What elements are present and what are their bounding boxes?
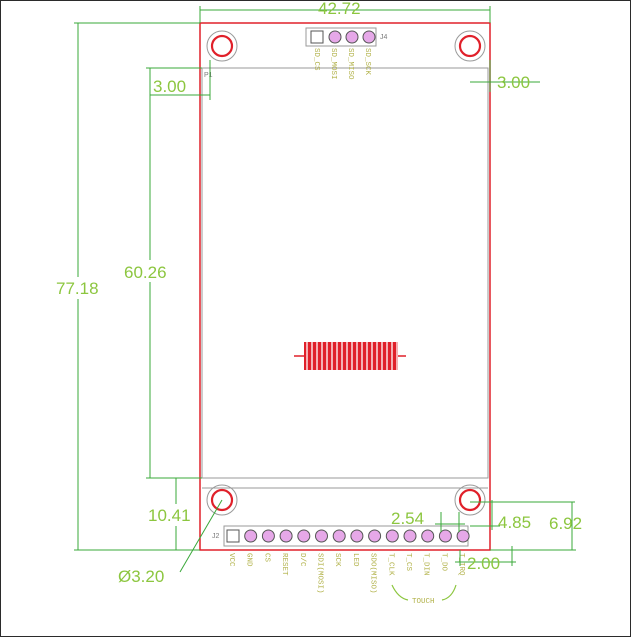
- dim-display-height-label: 60.26: [124, 263, 167, 282]
- dimension-width: 42.72: [199, 0, 491, 23]
- j2-pin-label: VCC: [227, 553, 235, 567]
- j2-pin-label: T_IRQ: [457, 553, 465, 576]
- j2-pin-label: CS: [262, 553, 270, 563]
- j2-pin-label: SDO(MISO): [369, 553, 377, 594]
- dim-hole-to-header-label: 4.85: [498, 513, 531, 532]
- j2-header: J2 VCC GND CS RESET D/C SDI(MOSI) SCK LED SDO(MI…: [212, 525, 470, 594]
- dim-header-edge-label: 2.00: [467, 554, 500, 573]
- j4-pin4-pad: [362, 30, 376, 44]
- touch-group-label: TOUCH: [412, 598, 435, 606]
- dim-pin-pitch-label: 2.54: [391, 509, 424, 528]
- dim-header-height-label: 6.92: [549, 514, 582, 533]
- dimension-header-edge: 2.00: [455, 546, 516, 573]
- mounting-hole-top-left: [206, 30, 238, 62]
- mounting-hole-bottom-right: [454, 484, 486, 516]
- fpc-connector: [294, 342, 406, 370]
- j2-pin-pad: [368, 529, 382, 543]
- j2-pin-pad: [421, 529, 435, 543]
- j2-designator: J2: [212, 533, 220, 540]
- j2-pin-label: LED: [351, 553, 359, 567]
- mounting-hole-top-right: [454, 30, 486, 62]
- dimension-hole-diameter: Ø3.20: [118, 499, 223, 586]
- j2-pin-pad: [403, 529, 417, 543]
- j4-pin1-square-pad: [310, 30, 324, 44]
- display-area: [201, 67, 489, 479]
- j2-pin-pad: [456, 529, 470, 543]
- j2-pin-pad: [279, 529, 293, 543]
- j2-pin-pad: [315, 529, 328, 543]
- j4-pin-label: SD_MOSI: [329, 48, 337, 80]
- j2-pin-pad: [261, 529, 275, 543]
- dimension-hole-offset-right: 3.00: [470, 60, 540, 92]
- j2-pin-pad: [297, 529, 311, 543]
- j2-pin-label: GND: [245, 553, 253, 567]
- dimension-bottom-offset: 10.41: [146, 477, 202, 550]
- dim-width-label: 42.72: [318, 0, 361, 18]
- j2-pin-label: D/C: [298, 553, 306, 567]
- j4-pin-label: SD_MISO: [346, 48, 354, 80]
- board-outline: [199, 22, 491, 551]
- j2-pin-label: RESET: [280, 553, 288, 576]
- j4-pin-label: SD_CS: [312, 48, 320, 71]
- j2-pin-label: T_CLK: [386, 553, 394, 576]
- j2-pin1-square-pad: [226, 529, 240, 543]
- pcb-board: J4 SD_CS SD_MOSI SD_MISO SD_SCK P1 J2 VCC GN…: [199, 22, 491, 594]
- dimension-total-height: 77.18: [54, 22, 200, 551]
- j4-header: J4 SD_CS SD_MOSI SD_MISO SD_SCK: [305, 27, 388, 80]
- j4-pin2-pad: [328, 30, 342, 44]
- dimension-hole-offset-left: 3.00: [150, 60, 211, 100]
- dimension-pin-pitch: 2.54: [391, 509, 465, 532]
- j2-pin-label: SDI(MOSI): [316, 553, 324, 594]
- j2-pin-label: SCK: [333, 553, 341, 567]
- dimension-display-height: 60.26: [120, 67, 202, 479]
- touch-group-bracket: TOUCH: [391, 584, 457, 606]
- dimension-header-height: 6.92: [490, 502, 582, 551]
- j4-pin3-pad: [345, 30, 359, 44]
- dim-hole-offset-right-label: 3.00: [497, 73, 530, 92]
- j2-pin-label: T_DO: [439, 553, 447, 572]
- fpc-body: [304, 342, 398, 370]
- j2-pin-label: T_DIN: [422, 553, 430, 576]
- dim-total-height-label: 77.18: [56, 279, 99, 298]
- j2-pin-pad: [438, 529, 452, 543]
- j4-designator: J4: [380, 34, 388, 41]
- j2-pin-pad: [350, 529, 364, 543]
- j2-pin-pad: [332, 529, 346, 543]
- p1-designator: P1: [204, 72, 213, 79]
- dim-bottom-offset-label: 10.41: [148, 506, 191, 525]
- dim-hole-offset-left-label: 3.00: [153, 77, 186, 96]
- j4-pin-label: SD_SCK: [363, 48, 371, 76]
- j2-pin-pad: [385, 529, 399, 543]
- j2-pin-pad: [244, 529, 258, 543]
- dimension-hole-to-header: 4.85: [470, 500, 575, 532]
- dim-hole-diameter-label: Ø3.20: [118, 567, 164, 586]
- mounting-hole-bottom-left: [206, 484, 238, 516]
- j2-pin-label: T_CS: [404, 553, 412, 572]
